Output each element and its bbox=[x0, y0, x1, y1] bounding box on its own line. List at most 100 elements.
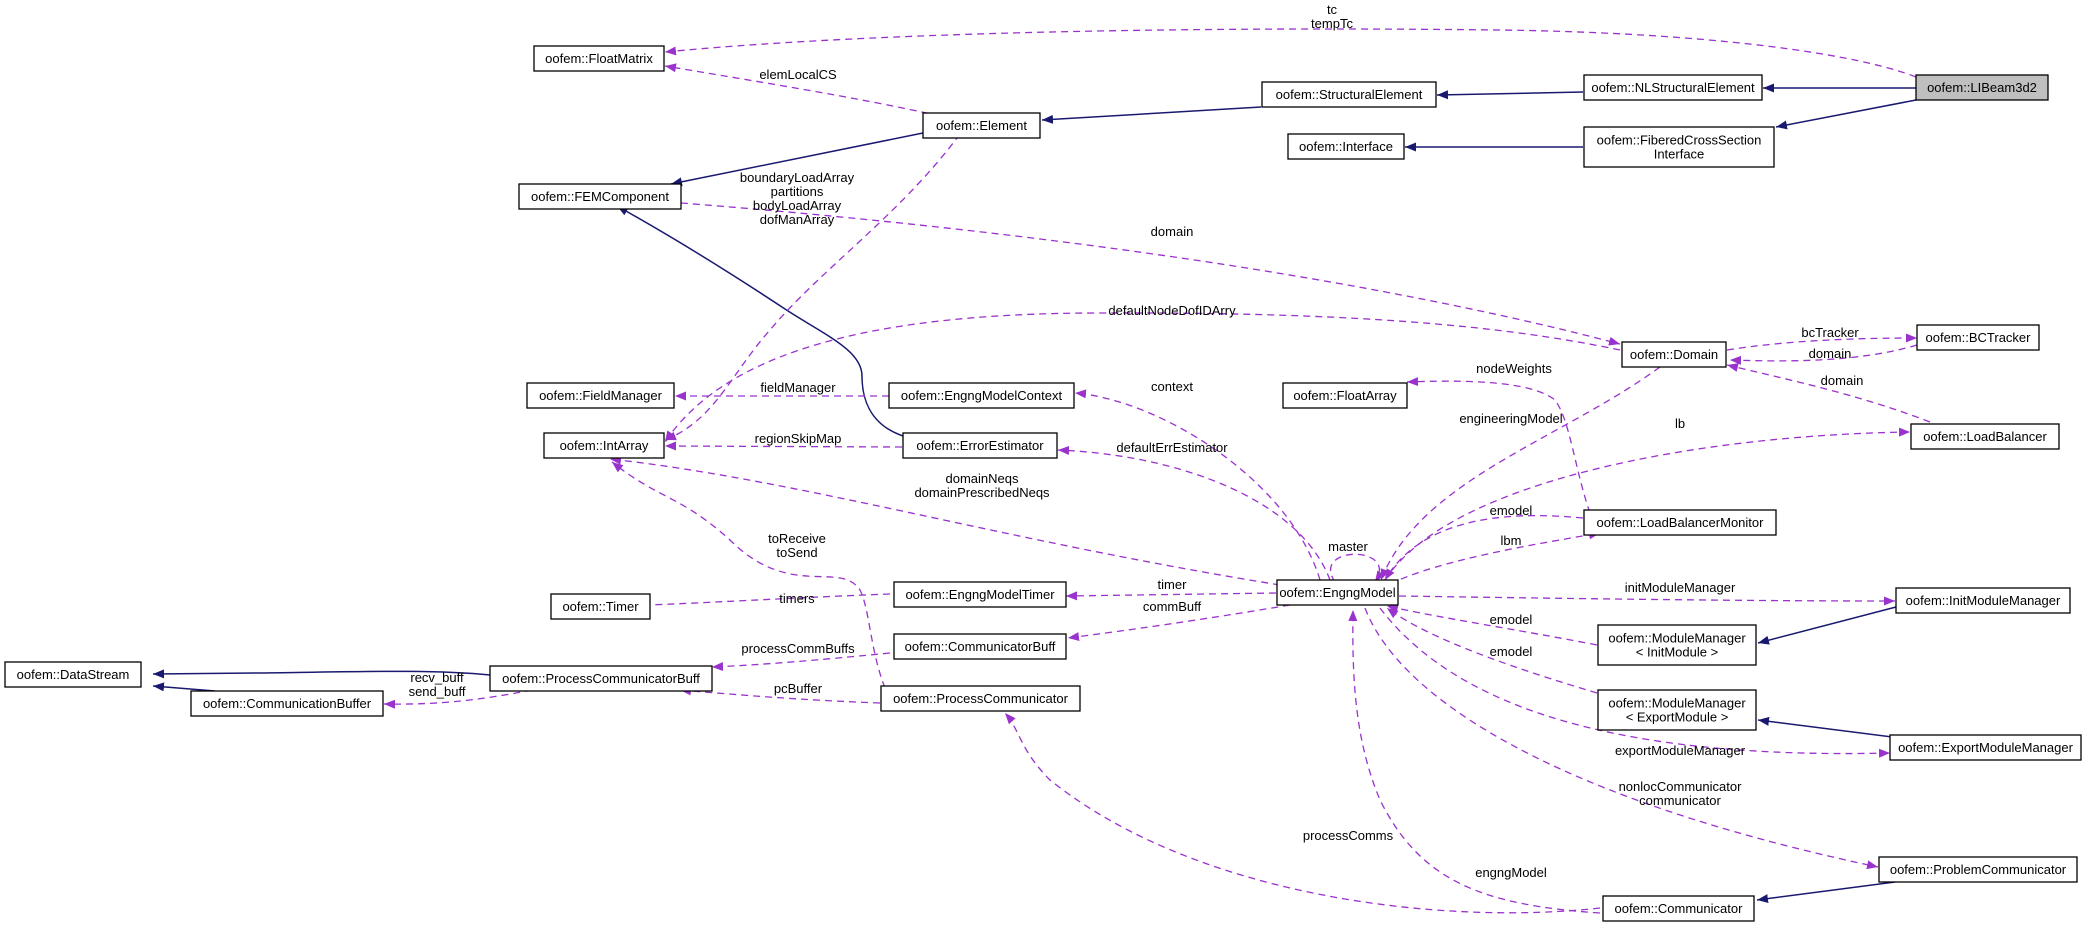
node-box[interactable] bbox=[4, 661, 142, 688]
node-label-line: oofem::BCTracker bbox=[1926, 330, 2032, 345]
node-domain[interactable]: oofem::Domain bbox=[1621, 341, 1727, 368]
node-exportmodulemanager[interactable]: oofem::ExportModuleManager bbox=[1889, 734, 2082, 761]
node-box[interactable] bbox=[489, 665, 713, 692]
node-floatmatrix[interactable]: oofem::FloatMatrix bbox=[533, 45, 665, 72]
edge-label-line: bodyLoadArray bbox=[753, 198, 842, 213]
node-label: oofem::InitModuleManager bbox=[1906, 593, 2061, 608]
node-modulemanagerinit[interactable]: oofem::ModuleManager< InitModule > bbox=[1597, 624, 1757, 666]
node-label-line: < InitModule > bbox=[1636, 645, 1718, 660]
node-libeam3d2[interactable]: oofem::LIBeam3d2 bbox=[1915, 74, 2049, 101]
node-box[interactable] bbox=[1287, 133, 1405, 160]
node-initmodulemanager[interactable]: oofem::InitModuleManager bbox=[1895, 587, 2071, 614]
node-box[interactable] bbox=[1602, 895, 1755, 922]
node-label: oofem::ModuleManager< ExportModule > bbox=[1608, 696, 1746, 725]
node-box[interactable] bbox=[902, 432, 1058, 459]
node-box[interactable] bbox=[893, 581, 1067, 608]
edge-label-line: lb bbox=[1675, 416, 1685, 431]
edge-label-line: domain bbox=[1809, 346, 1852, 361]
edge-structural-inherits-element bbox=[1041, 106, 1262, 124]
node-box[interactable] bbox=[1895, 587, 2071, 614]
node-label: oofem::StructuralElement bbox=[1276, 87, 1423, 102]
edge-communicationbuffer-inherits-datastream bbox=[152, 682, 216, 692]
edge-processcommbuffs bbox=[711, 652, 891, 672]
edge-label-line: boundaryLoadArray bbox=[740, 170, 855, 185]
node-box[interactable] bbox=[543, 432, 665, 459]
node-errorestimator[interactable]: oofem::ErrorEstimator bbox=[902, 432, 1058, 459]
node-box[interactable] bbox=[518, 183, 682, 210]
edge-label-line: nodeWeights bbox=[1476, 361, 1552, 376]
node-box[interactable] bbox=[880, 685, 1081, 712]
node-label-line: oofem::ModuleManager bbox=[1608, 696, 1746, 711]
node-label-line: oofem::InitModuleManager bbox=[1906, 593, 2061, 608]
edge-emodel-init bbox=[1386, 604, 1598, 646]
node-box[interactable] bbox=[1261, 81, 1437, 108]
node-femcomponent[interactable]: oofem::FEMComponent bbox=[518, 183, 682, 210]
node-processcommunicator[interactable]: oofem::ProcessCommunicator bbox=[880, 685, 1081, 712]
edge-label-line: exportModuleManager bbox=[1615, 743, 1746, 758]
node-communicatorbuff[interactable]: oofem::CommunicatorBuff bbox=[893, 633, 1067, 660]
edge-label-line: processComms bbox=[1303, 828, 1394, 843]
node-box[interactable] bbox=[1878, 856, 2078, 883]
node-box[interactable] bbox=[1916, 324, 2040, 351]
label-timer: timer bbox=[1158, 577, 1188, 592]
node-label-line: oofem::Element bbox=[936, 118, 1027, 133]
node-label: oofem::LoadBalancerMonitor bbox=[1597, 515, 1765, 530]
node-loadbalancer[interactable]: oofem::LoadBalancer bbox=[1910, 423, 2060, 450]
node-label: oofem::ExportModuleManager bbox=[1898, 740, 2074, 755]
node-element[interactable]: oofem::Element bbox=[922, 112, 1041, 139]
node-label-line: Interface bbox=[1654, 147, 1705, 162]
node-datastream[interactable]: oofem::DataStream bbox=[4, 661, 142, 688]
node-box[interactable] bbox=[893, 633, 1067, 660]
node-box[interactable] bbox=[888, 382, 1075, 409]
node-processcommunicatorbuff[interactable]: oofem::ProcessCommunicatorBuff bbox=[489, 665, 713, 692]
node-box[interactable] bbox=[1583, 74, 1763, 101]
edge-label-line: processCommBuffs bbox=[741, 641, 855, 656]
node-box[interactable] bbox=[190, 690, 384, 717]
node-bctracker[interactable]: oofem::BCTracker bbox=[1916, 324, 2040, 351]
edge-commbuff bbox=[1067, 604, 1291, 642]
node-label-line: oofem::FloatMatrix bbox=[545, 51, 653, 66]
node-communicationbuffer[interactable]: oofem::CommunicationBuffer bbox=[190, 690, 384, 717]
edge-label-line: timer bbox=[1158, 577, 1188, 592]
node-label: oofem::IntArray bbox=[560, 438, 649, 453]
node-box[interactable] bbox=[1915, 74, 2049, 101]
node-label: oofem::DataStream bbox=[17, 667, 130, 682]
node-engngmodel[interactable]: oofem::EngngModel bbox=[1276, 579, 1399, 606]
node-floatarray[interactable]: oofem::FloatArray bbox=[1282, 382, 1408, 409]
label-master: master bbox=[1328, 539, 1368, 554]
label-nodeweights: nodeWeights bbox=[1476, 361, 1552, 376]
node-box[interactable] bbox=[1597, 624, 1757, 666]
node-box[interactable] bbox=[550, 593, 651, 620]
node-structuralelement[interactable]: oofem::StructuralElement bbox=[1261, 81, 1437, 108]
node-box[interactable] bbox=[1889, 734, 2082, 761]
node-timer[interactable]: oofem::Timer bbox=[550, 593, 651, 620]
node-interface[interactable]: oofem::Interface bbox=[1287, 133, 1405, 160]
node-loadbalancermonitor[interactable]: oofem::LoadBalancerMonitor bbox=[1583, 509, 1777, 536]
edge-label-line: emodel bbox=[1490, 503, 1533, 518]
node-intarray[interactable]: oofem::IntArray bbox=[543, 432, 665, 459]
node-box[interactable] bbox=[922, 112, 1041, 139]
node-modulemanagerexport[interactable]: oofem::ModuleManager< ExportModule > bbox=[1597, 689, 1757, 731]
node-box[interactable] bbox=[1597, 689, 1757, 731]
node-box[interactable] bbox=[1583, 126, 1775, 168]
node-nlstructuralelement[interactable]: oofem::NLStructuralElement bbox=[1583, 74, 1763, 101]
edge-nlstructural-inherits-structural bbox=[1436, 90, 1584, 100]
edge-label-line: partitions bbox=[771, 184, 824, 199]
edge-defaultnodedofidarry bbox=[664, 312, 1621, 443]
node-box[interactable] bbox=[526, 382, 675, 409]
node-problemcommunicator[interactable]: oofem::ProblemCommunicator bbox=[1878, 856, 2078, 883]
node-box[interactable] bbox=[1282, 382, 1408, 409]
node-communicator[interactable]: oofem::Communicator bbox=[1602, 895, 1755, 922]
edge-label-line: context bbox=[1151, 379, 1193, 394]
node-fieldmanager[interactable]: oofem::FieldManager bbox=[526, 382, 675, 409]
node-box[interactable] bbox=[1583, 509, 1777, 536]
node-engngmodelcontext[interactable]: oofem::EngngModelContext bbox=[888, 382, 1075, 409]
node-engngmodeltimer[interactable]: oofem::EngngModelTimer bbox=[893, 581, 1067, 608]
node-box[interactable] bbox=[533, 45, 665, 72]
node-box[interactable] bbox=[1276, 579, 1399, 606]
node-box[interactable] bbox=[1910, 423, 2060, 450]
node-box[interactable] bbox=[1621, 341, 1727, 368]
